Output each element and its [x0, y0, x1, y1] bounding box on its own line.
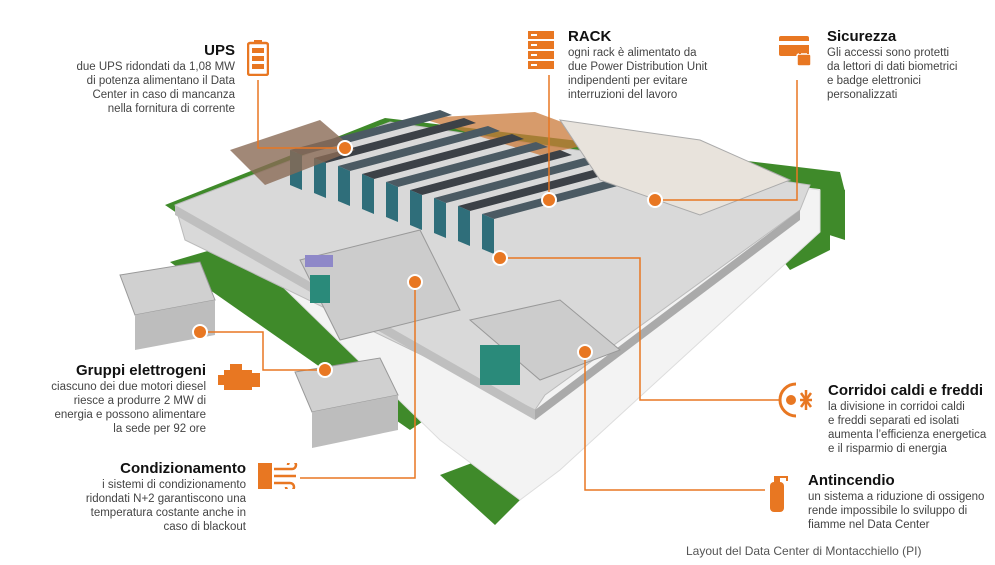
rack-row [386, 142, 548, 187]
image-caption: Layout del Data Center di Montacchiello … [686, 544, 922, 558]
room-ups [230, 120, 355, 185]
hotspot-fire [577, 344, 593, 360]
rack-row-front [482, 214, 494, 254]
battery-icon [247, 40, 269, 76]
air-flow-icon [258, 463, 298, 489]
rack-row [362, 134, 524, 179]
cooling-unit-blue [305, 255, 333, 267]
hotspot-generators-2 [317, 362, 333, 378]
engine-icon [218, 364, 260, 390]
hotspots [192, 140, 663, 378]
rack-row-front [410, 190, 422, 230]
callout-antincendio: Antincendio un sistema a riduzione di os… [808, 472, 993, 532]
callout-sicurezza: Sicurezza Gli accessi sono protetti da l… [827, 28, 987, 102]
rack-row-front [434, 198, 446, 238]
callout-text: la divisione in corridoi caldi e freddi … [828, 401, 987, 455]
callout-title: Antincendio [808, 472, 895, 489]
room-cooling [299, 229, 461, 341]
rack-row [314, 118, 476, 163]
callout-title: RACK [568, 28, 612, 45]
callout-rack: RACK ogni rack è alimentato da due Power… [568, 28, 738, 102]
callout-gruppi: Gruppi elettrogeni ciascuno dei due moto… [20, 362, 206, 436]
hotspot-generators [192, 324, 208, 340]
hotspot-rack [541, 192, 557, 208]
callout-text: Gli accessi sono protetti da lettori di … [827, 47, 958, 101]
callout-text: un sistema a riduzione di ossigeno rende… [808, 491, 985, 531]
callout-title: Corridoi caldi e freddi [828, 382, 984, 399]
cooling-unit-teal [310, 275, 330, 303]
rack-row-front [458, 206, 470, 246]
hotspot-security [647, 192, 663, 208]
callout-text: ogni rack è alimentato da due Power Dist… [568, 47, 708, 101]
hotspot-ups [337, 140, 353, 156]
generator [119, 261, 216, 350]
rack-row [458, 166, 620, 211]
rack-row [410, 150, 572, 195]
rack-row-front [362, 174, 374, 214]
rack-row [434, 158, 596, 203]
card-lock-icon [779, 36, 812, 67]
rack-row-front [314, 158, 326, 198]
rack-row-front [386, 182, 398, 222]
callout-title: Gruppi elettrogeni [75, 362, 206, 379]
callout-title: UPS [204, 42, 235, 59]
cooling-unit-teal [480, 345, 520, 385]
server-rack-icon [528, 31, 554, 69]
rack-row [338, 126, 500, 171]
leader-lines [200, 75, 798, 491]
hotspot-hot-cold [492, 250, 508, 266]
generator [294, 357, 399, 448]
rack-row [482, 174, 644, 219]
hot-cold-icon [778, 382, 813, 418]
rack-row-front [338, 166, 350, 206]
fire-extinguisher-icon [770, 476, 788, 512]
callout-text: i sistemi di condizionamento ridondati N… [85, 479, 246, 533]
hotspot-cooling [407, 274, 423, 290]
callout-title: Condizionamento [120, 460, 246, 477]
callout-corridoi: Corridoi caldi e freddi la divisione in … [828, 382, 993, 456]
callout-title: Sicurezza [827, 28, 897, 45]
callout-text: ciascuno dei due motori diesel riesce a … [51, 381, 206, 435]
callout-text: due UPS ridondati da 1,08 MW di potenza … [76, 61, 235, 115]
callout-ups: UPS due UPS ridondati da 1,08 MW di pote… [60, 42, 235, 116]
room-security [558, 119, 792, 216]
callout-condizionamento: Condizionamento i sistemi di condizionam… [58, 460, 246, 534]
